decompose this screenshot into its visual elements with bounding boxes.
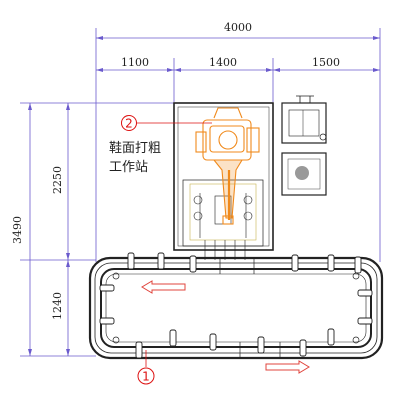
- dim-total-height: 3490: [11, 216, 24, 244]
- callout-2: 2: [121, 115, 212, 131]
- station-label-line2: 工作站: [109, 160, 148, 175]
- dust-collector: [281, 152, 327, 196]
- callout-1: 1: [137, 350, 155, 385]
- station-label: 鞋面打粗 工作站: [109, 140, 161, 175]
- flow-arrow-right: [265, 360, 310, 374]
- control-cabinet: [281, 95, 327, 144]
- dim-segment-middle: 1400: [209, 56, 237, 69]
- vertical-dimensions: [20, 102, 174, 357]
- horizontal-dimensions: [95, 28, 381, 262]
- dim-lower-height: 1240: [51, 292, 64, 320]
- callout-1-number: 1: [142, 370, 150, 384]
- conveyor-fixtures: [99, 252, 373, 359]
- dim-segment-right: 1500: [312, 56, 340, 69]
- conveyor-supports: [112, 258, 360, 358]
- callout-2-number: 2: [125, 117, 133, 131]
- dim-total-width: 4000: [224, 21, 252, 34]
- station-label-line1: 鞋面打粗: [109, 140, 161, 156]
- robot-arm: [195, 107, 260, 225]
- conveyor-loop: [88, 256, 384, 360]
- dim-segment-left: 1100: [121, 56, 149, 69]
- dim-upper-height: 2250: [51, 166, 64, 194]
- flow-arrow-left: [141, 280, 186, 294]
